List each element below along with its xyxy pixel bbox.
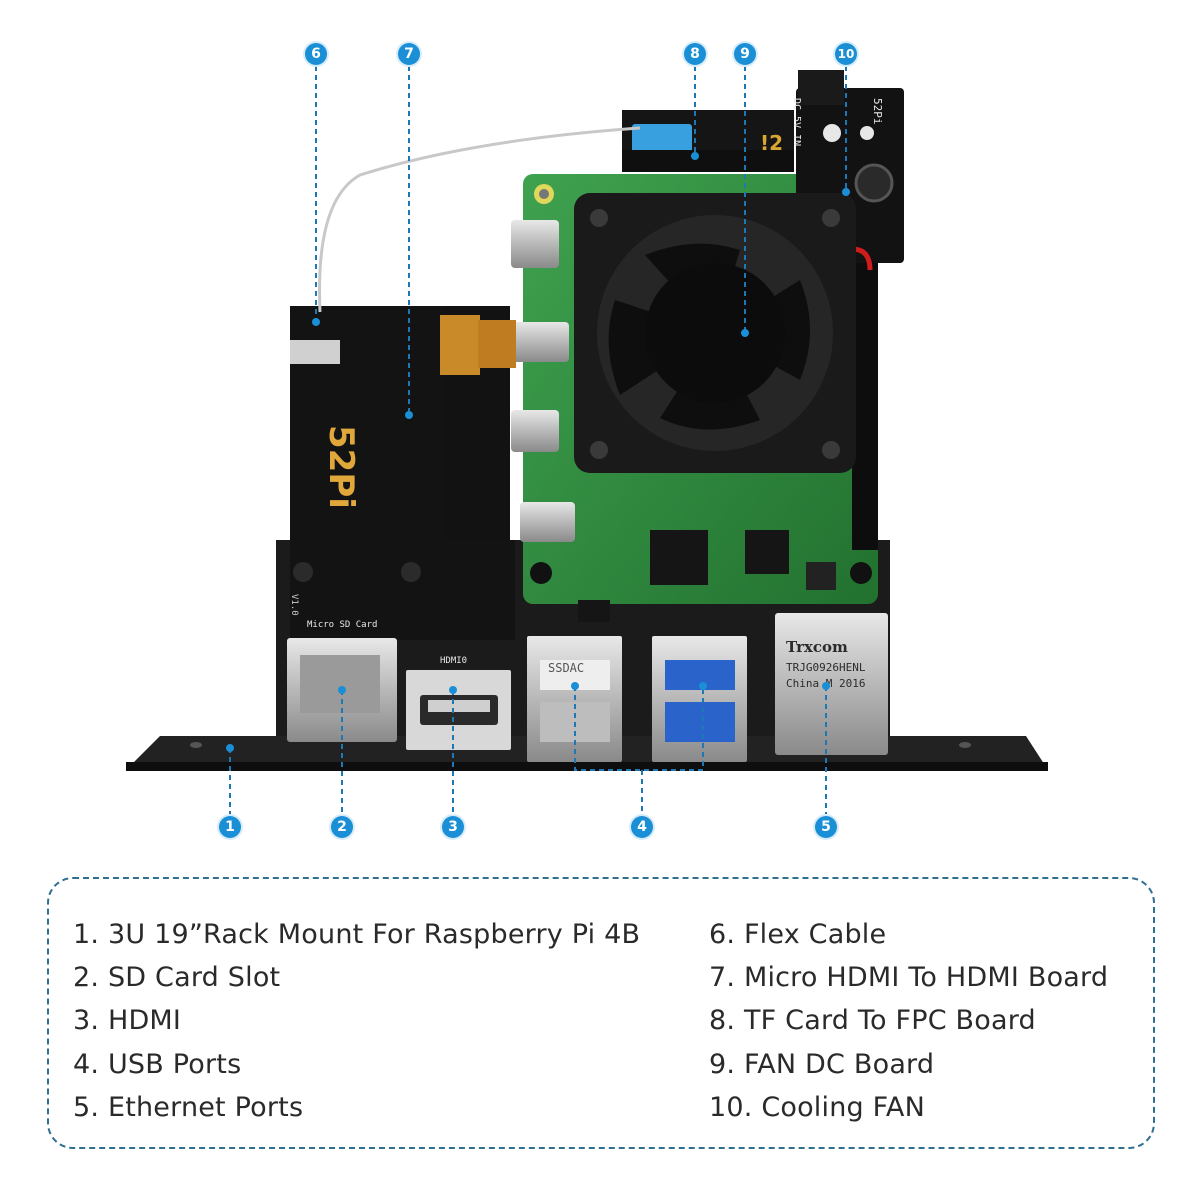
ethernet-part: TRJG0926HENL xyxy=(786,661,866,674)
callout-3: 3 xyxy=(442,816,464,838)
product-diagram: !2 52Pi DC 5V IN 52Pi xyxy=(126,43,1048,838)
tf-card-fpc-board: !2 xyxy=(622,110,794,172)
legend-item-6: 6. Flex Cable xyxy=(709,919,887,950)
callout-5: 5 xyxy=(815,816,837,838)
callout-6: 6 xyxy=(305,43,327,65)
callout-10: 10 xyxy=(835,43,857,65)
callout-2: 2 xyxy=(331,816,353,838)
fan-board-power: DC 5V IN xyxy=(791,98,802,146)
svg-text:!2: !2 xyxy=(760,131,783,155)
legend-item-1: 1. 3U 19”Rack Mount For Raspberry Pi 4B xyxy=(73,919,641,950)
legend-item-5: 5. Ethernet Ports xyxy=(73,1091,304,1123)
hdmi-silkscreen: HDMI0 xyxy=(440,656,467,666)
callout-1: 1 xyxy=(219,816,241,838)
legend-item-3: 3. HDMI xyxy=(73,1005,182,1037)
callout-7: 7 xyxy=(398,43,420,65)
callout-9: 9 xyxy=(734,43,756,65)
legend-box: 1. 3U 19”Rack Mount For Raspberry Pi 4B … xyxy=(47,877,1155,1149)
flex-cable xyxy=(318,126,641,313)
legend-item-9: 9. FAN DC Board xyxy=(709,1048,935,1080)
legend-item-8: 8. TF Card To FPC Board xyxy=(709,1005,1036,1037)
hdmi-port xyxy=(406,670,511,750)
leader-dots xyxy=(226,152,850,752)
callout-4: 4 xyxy=(631,816,653,838)
ethernet-port: Trxcom TRJG0926HENL China M 2016 xyxy=(775,613,888,755)
usb-silkscreen: SSDAC xyxy=(548,661,584,675)
legend-column-left: 1. 3U 19”Rack Mount For Raspberry Pi 4B … xyxy=(73,913,640,1129)
product-photo: !2 52Pi DC 5V IN 52Pi xyxy=(126,66,1048,814)
leader-lines xyxy=(229,66,847,814)
ethernet-brand: Trxcom xyxy=(786,638,848,656)
legend-item-2: 2. SD Card Slot xyxy=(73,962,281,994)
micro-sd-silkscreen: Micro SD Card xyxy=(307,620,377,630)
legend-item-7: 7. Micro HDMI To HDMI Board xyxy=(709,962,1109,994)
leader-4-bracket xyxy=(574,686,704,771)
callout-8: 8 xyxy=(684,43,706,65)
micro-hdmi-to-hdmi-board: 52Pi V1.0 Micro SD Card HDMI0 xyxy=(289,306,516,666)
legend-item-10: 10. Cooling FAN xyxy=(709,1091,925,1123)
legend-item-4: 4. USB Ports xyxy=(73,1048,242,1080)
board-brand-label: 52Pi xyxy=(321,425,361,509)
hdmi-board-version: V1.0 xyxy=(289,594,299,616)
fan-board-brand: 52Pi xyxy=(871,98,884,125)
cooling-fan xyxy=(574,193,856,473)
legend-column-right: 6. Flex Cable 7. Micro HDMI To HDMI Boar… xyxy=(709,913,1108,1129)
